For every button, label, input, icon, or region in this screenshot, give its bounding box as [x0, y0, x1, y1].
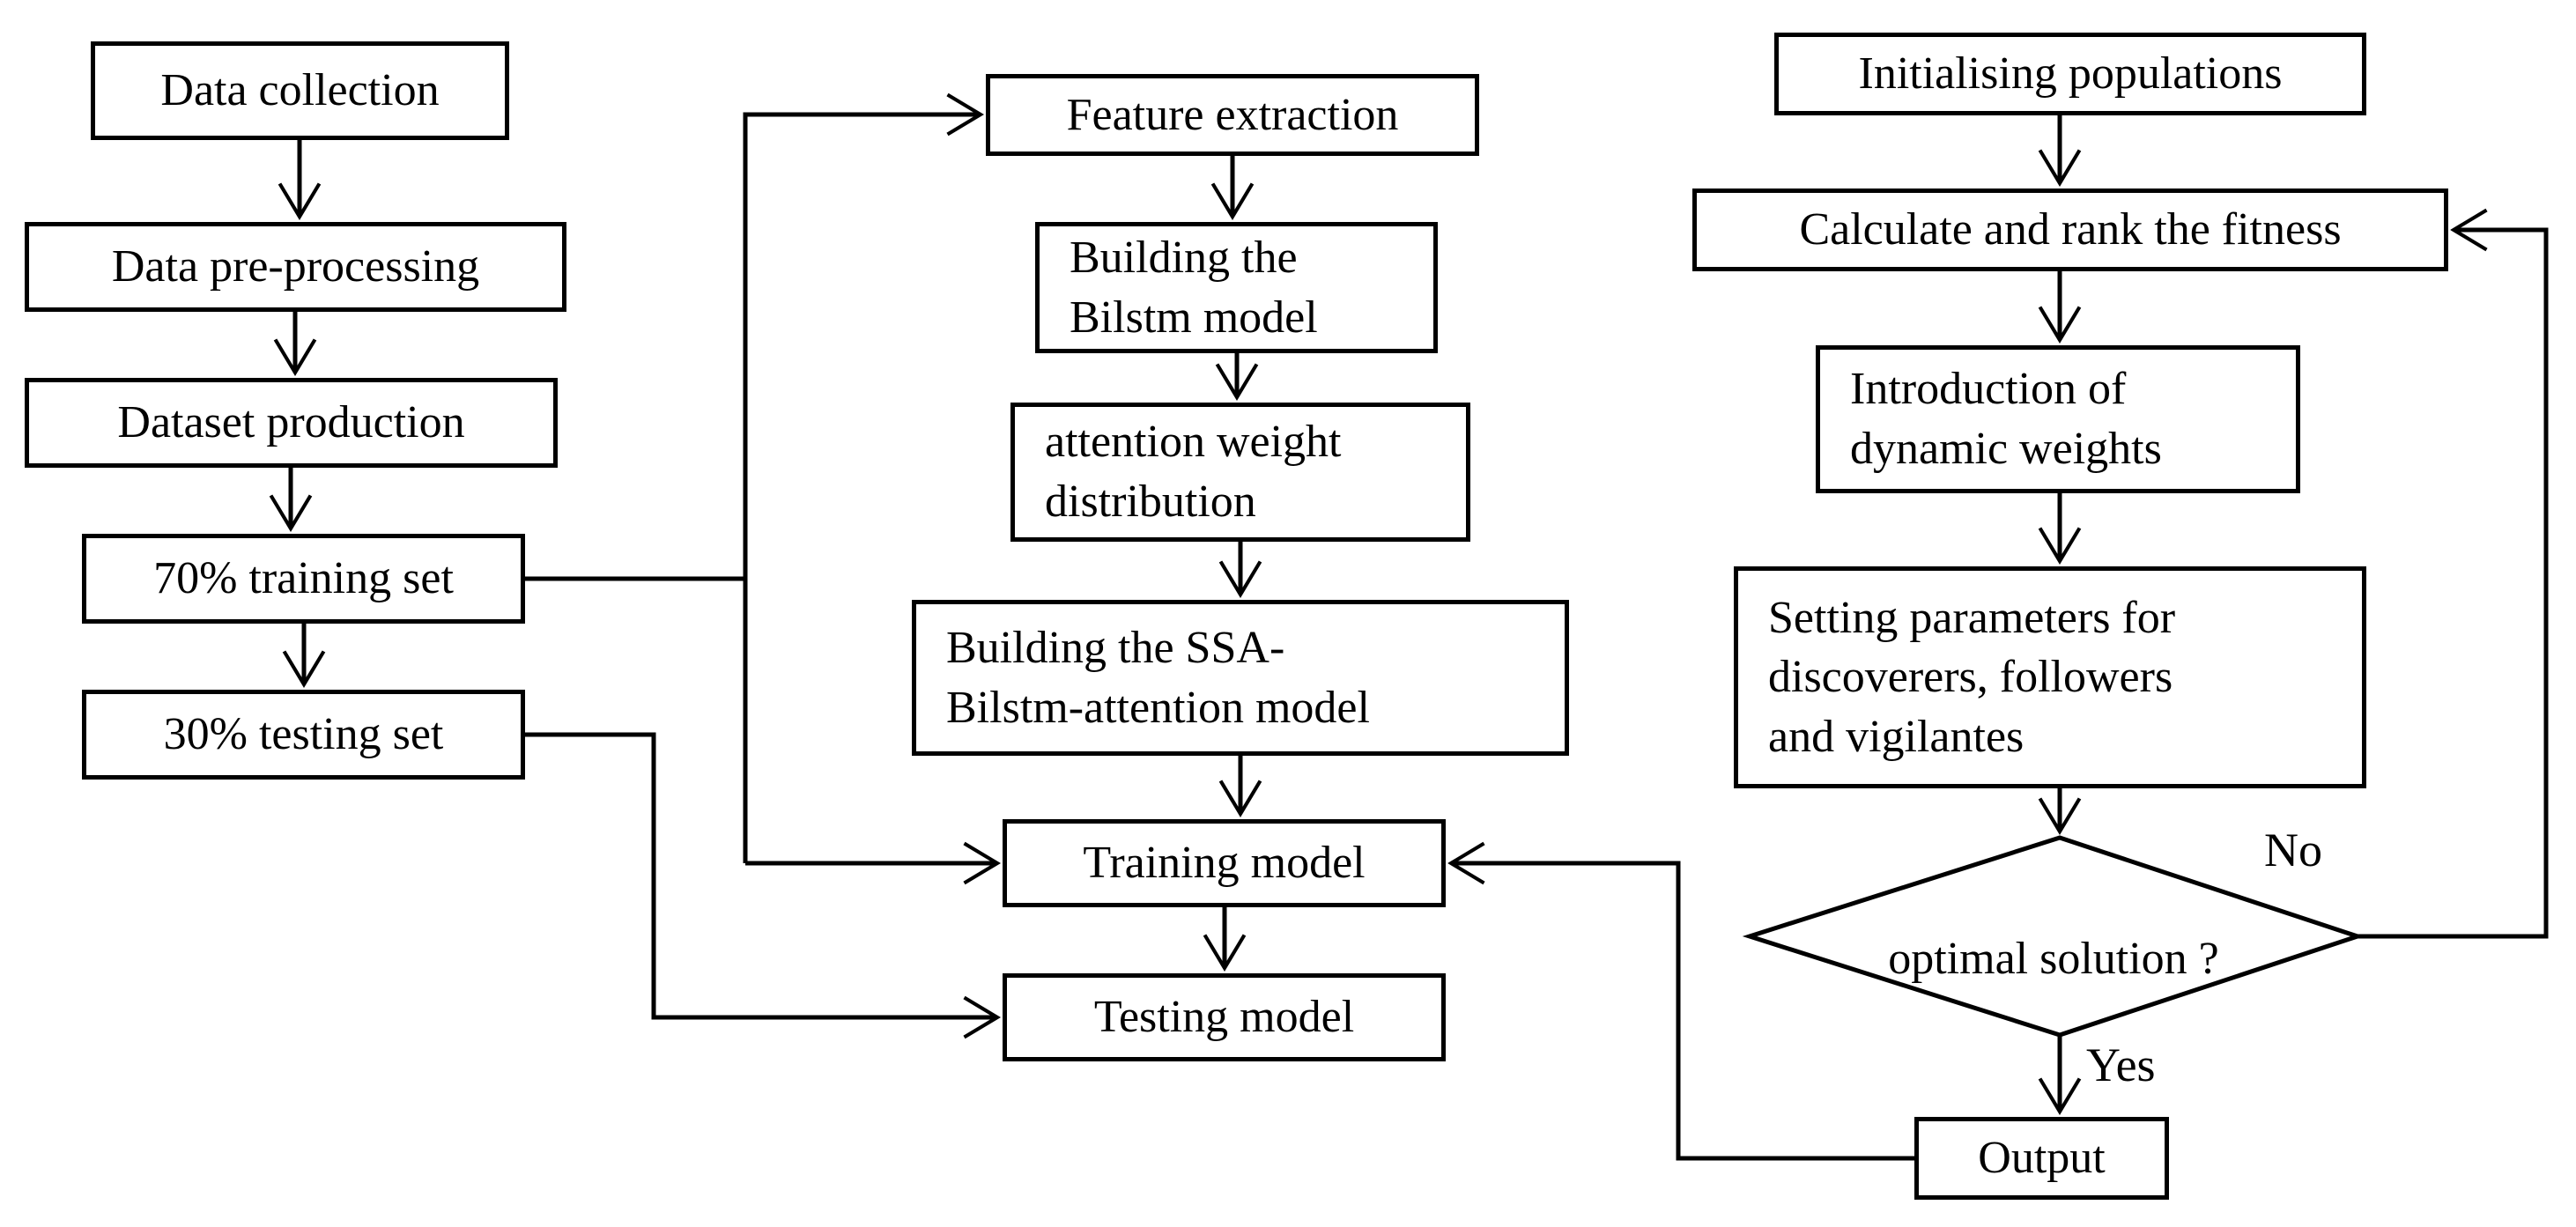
data-collection-box: Data collection: [91, 41, 509, 140]
building-bilstm-line-2: Bilstm model: [1070, 292, 1318, 343]
decision-diamond: [1742, 835, 2365, 1038]
feature-extraction-box: Feature extraction: [986, 74, 1479, 156]
building-ssa-line-1: Building the SSA-: [946, 622, 1285, 673]
decision-diamond-label: optimal solution ?: [1888, 933, 2219, 984]
building-bilstm-box: Building the Bilstm model: [1035, 222, 1438, 353]
testing-set-box: 30% testing set: [82, 690, 525, 780]
decision-yes-label: Yes: [2086, 1039, 2156, 1091]
connector-testing-set-to-testing-model: [525, 732, 997, 1017]
testing-model-label: Testing model: [1093, 992, 1355, 1043]
data-collection-label: Data collection: [160, 65, 440, 116]
connector-decision-no-feedback-to-calculate: [2358, 230, 2549, 939]
decision-no-label: No: [2264, 824, 2322, 876]
calculate-fitness-label: Calculate and rank the fitness: [1799, 204, 2342, 255]
dataset-production-box: Dataset production: [25, 378, 558, 468]
attention-weight-line-2: distribution: [1045, 477, 1256, 527]
dataset-production-label: Dataset production: [117, 397, 465, 448]
output-box: Output: [1914, 1117, 2169, 1200]
initialising-populations-label: Initialising populations: [1858, 48, 2283, 100]
calculate-fitness-box: Calculate and rank the fitness: [1692, 188, 2448, 271]
connector-output-to-training-model: [1451, 863, 1914, 1161]
testing-set-label: 30% testing set: [163, 709, 444, 760]
building-bilstm-line-1: Building the: [1070, 232, 1298, 283]
introduction-weights-line-2: dynamic weights: [1850, 424, 2162, 474]
introduction-weights-line-1: Introduction of: [1850, 364, 2127, 415]
setting-parameters-line-1: Setting parameters for: [1768, 592, 2176, 643]
training-set-label: 70% training set: [153, 553, 454, 604]
training-set-box: 70% training set: [82, 534, 525, 624]
attention-weight-line-1: attention weight: [1045, 417, 1342, 468]
testing-model-box: Testing model: [1003, 973, 1446, 1061]
building-ssa-box: Building the SSA- Bilstm-attention model: [912, 600, 1569, 756]
attention-weight-box: attention weight distribution: [1010, 403, 1470, 542]
data-pre-processing-label: Data pre-processing: [111, 241, 480, 292]
introduction-weights-box: Introduction of dynamic weights: [1816, 345, 2300, 493]
initialising-populations-box: Initialising populations: [1774, 33, 2366, 115]
training-model-box: Training model: [1003, 819, 1446, 907]
setting-parameters-box: Setting parameters for discoverers, foll…: [1734, 566, 2366, 788]
building-ssa-line-2: Bilstm-attention model: [946, 682, 1370, 733]
setting-parameters-line-3: and vigilantes: [1768, 711, 2025, 762]
data-pre-processing-box: Data pre-processing: [25, 222, 566, 312]
output-label: Output: [1978, 1133, 2106, 1184]
connector-bus-to-feature-extraction: [743, 115, 981, 863]
training-model-label: Training model: [1083, 838, 1366, 889]
feature-extraction-label: Feature extraction: [1066, 89, 1399, 140]
setting-parameters-line-2: discoverers, followers: [1768, 652, 2173, 703]
